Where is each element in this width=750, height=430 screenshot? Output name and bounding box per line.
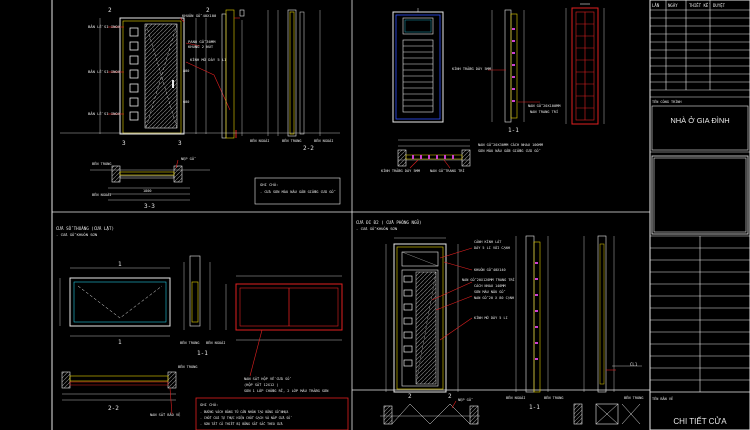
label-khung: KHUNG 2 NÚT	[188, 44, 214, 49]
label-section-3-3: 3-3	[144, 203, 155, 210]
label-bt-bottom: BÊN TRONG	[624, 395, 643, 400]
note-box-bottom	[195, 397, 349, 430]
label-bt-2: BÊN TRONG	[92, 161, 111, 166]
door-d2-frame	[393, 243, 447, 393]
sheet-frame	[51, 0, 650, 430]
label-dim-800: 800	[183, 69, 189, 73]
window-elevation	[69, 277, 171, 327]
label-gc3: - SƠN TẤT CẢ THIẾT BỊ BẰNG SẮT SẮC THEO …	[200, 421, 283, 426]
label-pano-go: PANO GỖ 30MM	[188, 39, 216, 44]
label-c8: KÍNH MỜ DÀY 5 LI	[474, 315, 508, 320]
label-khuon-go: KHUÔN GỖ 40X100	[182, 13, 217, 18]
label-ban-le-top: BẢN LỀ SI INOX	[88, 24, 121, 29]
label-nan-go: NAN GỖ 20X100MM	[528, 103, 561, 108]
label-note-nan: NAN GỖ 20X30MM CÁCH NHAU 100MM	[478, 142, 544, 147]
tb-drawing-name: CHI TIẾT CỬA	[673, 416, 727, 426]
door-glass-panel	[144, 23, 178, 129]
panel-bottom-right: NẸP GỖ 2 2 BÊN TRONG	[380, 393, 643, 425]
tb-header-lan: LẦN	[652, 3, 660, 8]
tb-header-ngay: NGÀY	[668, 3, 678, 8]
label-gc2: - CHỐT CỬA TỰ THỰC HIỆN CHỐT GẠCH VÀ NẮP…	[200, 415, 292, 420]
panel-top-right: KÍNH TRẮNG DÀY 5MM NAN GỖ 20X100MM NAN T…	[381, 3, 605, 173]
label-kinh-trang-2: KÍNH TRẮNG DÀY 5MM	[381, 168, 421, 173]
tb-drawing-label: TÊN BẢN VẼ	[652, 396, 673, 401]
label-dim-600: 600	[183, 100, 189, 104]
window-grille	[235, 283, 343, 331]
label-nep-go: NẸP GỖ	[181, 156, 196, 161]
tb-header-thietke: THIẾT KẾ	[689, 3, 710, 8]
label-c2: DÀY 5 LI VỚI CẠNH	[474, 245, 510, 250]
label-section-1-1-window: 1-1	[197, 350, 208, 357]
label-window-title: CỬA SỔ THOÁNG (CỬA LẬT)	[56, 226, 114, 231]
label-bt-plan: BÊN TRONG	[178, 364, 197, 369]
label-kinh-trang: KÍNH TRẮNG DÀY 5MM	[452, 66, 492, 71]
tb-project-name: NHÀ Ở GIA ĐÌNH	[670, 116, 729, 125]
label-bn-2: BÊN NGOÀI	[314, 138, 333, 143]
label-c5: CÁCH NHAU 140MM	[474, 283, 506, 288]
label-section-2-2: 2-2	[303, 145, 314, 152]
svg-text:2: 2	[408, 393, 412, 400]
label-nan-sat: NAN SẮT BẢO VỆ	[150, 412, 180, 417]
door-top-right-frame	[392, 11, 444, 123]
label-nan-tt-2: NAN GỖ TRANG TRÍ	[430, 168, 465, 173]
svg-text:3: 3	[122, 140, 126, 147]
label-note-son: SƠN MÀU NÂU GẦN GIỐNG CỬA GỖ	[478, 148, 541, 153]
door-d1-frame	[119, 17, 185, 135]
panel-mid-left: CỬA SỔ THOÁNG (CỬA LẬT) - CỬA GỖ KHUÔN S…	[56, 226, 349, 430]
title-block: LẦN NGÀY THIẾT KẾ DUYỆT TÊN CÔNG TRÌNH N…	[649, 0, 750, 430]
label-bn-window: BÊN NGOÀI	[206, 340, 225, 345]
tb-header-duyet: DUYỆT	[713, 3, 726, 8]
label-c4: NAN GỖ 20X120MM TRANG TRÍ	[462, 277, 515, 282]
panel-mid-right: CỬA ĐI Đ2 ( CỬA PHÒNG NGỦ) - CỬA GỖ KHUÔ…	[356, 220, 642, 411]
label-nan-tt: NAN TRANG TRÍ	[530, 109, 558, 114]
label-c3: KHUÔN GỖ 40X140	[474, 267, 506, 272]
label-nep-go-bottom: NẸP GỖ	[458, 397, 473, 402]
label-kinh-mo: KÍNH MỜ DÀY 5 LI	[190, 57, 227, 62]
label-bn-3: BÊN NGOÀI	[92, 192, 111, 197]
svg-text:2: 2	[108, 7, 112, 14]
panel-top-left: BẢN LỀ SI INOX BẢN LỀ SI INOX BẢN LỀ SI …	[60, 7, 341, 210]
label-bt-window: BÊN TRONG	[180, 340, 199, 345]
label-c7: NAN GỖ 20 X 80 CẠNH	[474, 295, 514, 300]
label-note-c: SƠN 1 LỚP CHỐNG RỈ, 2 LỚP MÀU TRẮNG SƠN	[244, 388, 328, 393]
label-cl1: CL1	[630, 362, 638, 367]
label-ban-le-bot: BẢN LỀ SI INOX	[88, 111, 121, 116]
svg-text:1: 1	[118, 339, 122, 346]
label-d2-subtitle: - CỬA GỖ KHUÔN SƠN	[356, 226, 398, 231]
svg-text:1: 1	[118, 261, 122, 268]
label-d2-bn: BÊN NGOÀI	[506, 395, 525, 400]
label-note-a: NAN SẮT HỘP VỀ CỬA SỔ	[244, 376, 291, 381]
label-ghichu-top-1: - CỬA SƠN MÀU NÂU GẦN GIỐNG CỬA GỖ	[260, 189, 336, 194]
label-ghichu-top: GHI CHÚ:	[260, 182, 278, 187]
label-section-2-2-window: 2-2	[108, 405, 119, 412]
label-dim-1800: 1800	[143, 189, 151, 193]
label-section-1-1-d2: 1-1	[529, 404, 540, 411]
label-bn-1: BÊN NGOÀI	[250, 138, 269, 143]
svg-text:2: 2	[206, 7, 210, 14]
label-d2-title: CỬA ĐI Đ2 ( CỬA PHÒNG NGỦ)	[356, 220, 422, 225]
label-c6: SƠN MÀU NÂU GỖ	[474, 289, 506, 294]
label-ban-le-mid: BẢN LỀ SI INOX	[88, 69, 121, 74]
label-gc1: - ĐƯỜNG VÁCH BẢNG TỦ CẦN NHÂN TẠO BẰNG G…	[200, 409, 288, 414]
label-section-1-1-top: 1-1	[508, 127, 519, 134]
label-d2-bt: BÊN TRONG	[544, 395, 563, 400]
note-box-top	[254, 177, 341, 205]
tb-project-label: TÊN CÔNG TRÌNH	[652, 99, 682, 104]
label-note-b: (HỘP SẮT 12X12 )	[244, 382, 279, 387]
svg-text:2: 2	[448, 393, 452, 400]
svg-text:3: 3	[178, 140, 182, 147]
label-c1: CĂNH KÍNH LÁT	[474, 239, 502, 244]
label-bt-1: BÊN TRONG	[282, 138, 301, 143]
label-window-subtitle: - CỬA GỖ KHUÔN SƠN	[56, 232, 98, 237]
label-ghichu-bot: GHI CHÚ:	[200, 402, 218, 407]
